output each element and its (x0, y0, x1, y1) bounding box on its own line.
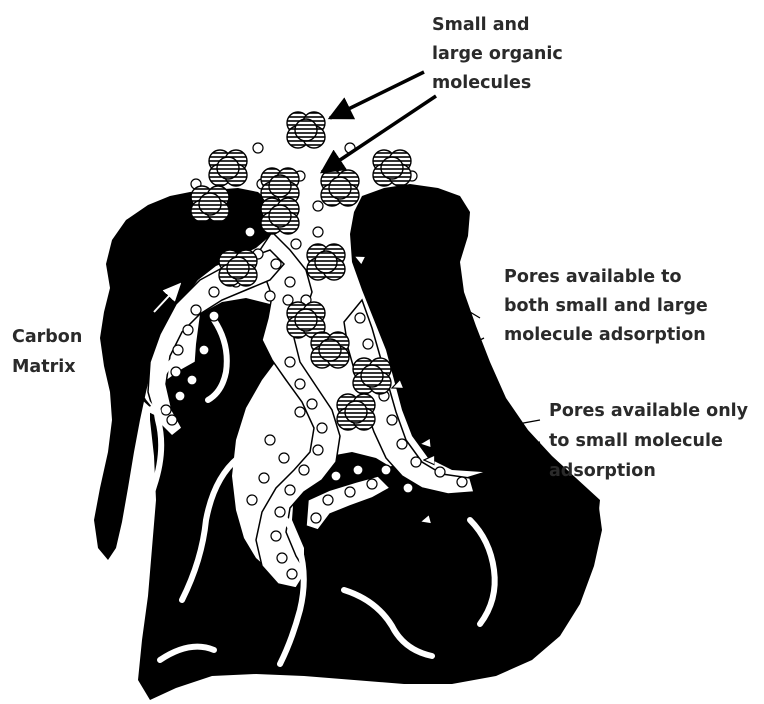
small-molecule (183, 325, 193, 335)
large-molecule (337, 394, 375, 430)
small-molecule (403, 483, 413, 493)
small-molecule (285, 277, 295, 287)
label-pores-small: Pores available only to small molecule a… (549, 401, 754, 481)
label-molecules: Small and large organic molecules (432, 15, 569, 93)
small-molecule (397, 439, 407, 449)
small-molecule (295, 407, 305, 417)
small-molecule (457, 477, 467, 487)
small-molecule (307, 399, 317, 409)
small-molecule (345, 487, 355, 497)
small-molecule (259, 473, 269, 483)
large-molecule (373, 150, 411, 186)
small-molecule (367, 479, 377, 489)
large-molecule (287, 112, 325, 148)
small-molecule (411, 457, 421, 467)
small-molecule (291, 239, 301, 249)
label-molecules-line-1: Small and (432, 15, 530, 35)
label-molecules-line-3: molecules (432, 73, 531, 93)
label-carbon-matrix-line-1: Carbon (12, 327, 82, 347)
label-carbon-matrix: Carbon Matrix (12, 327, 88, 377)
small-molecule (275, 507, 285, 517)
small-molecule (313, 227, 323, 237)
small-molecule (313, 201, 323, 211)
small-molecule (311, 513, 321, 523)
small-molecule (353, 465, 363, 475)
label-pores-small-line-1: Pores available only (549, 401, 749, 421)
label-pores-small-line-3: adsorption (549, 461, 656, 481)
small-molecule (285, 485, 295, 495)
small-molecule (317, 423, 327, 433)
large-molecule (209, 150, 247, 186)
small-molecule (279, 453, 289, 463)
large-molecule (353, 358, 391, 394)
small-molecule (167, 415, 177, 425)
small-molecule (253, 143, 263, 153)
small-molecule (295, 379, 305, 389)
carbon-matrix (94, 184, 602, 700)
small-molecule (271, 259, 281, 269)
arrow-to-large-molecule (330, 72, 424, 118)
label-molecules-line-2: large organic (432, 44, 563, 64)
small-molecule (331, 471, 341, 481)
small-molecule (171, 367, 181, 377)
label-pores-both-line-2: both small and large (504, 296, 708, 316)
small-molecule (265, 435, 275, 445)
small-molecule (265, 291, 275, 301)
label-pores-both-line-1: Pores available to (504, 267, 682, 287)
large-molecule (219, 250, 257, 286)
label-pores-both-line-3: molecule adsorption (504, 325, 706, 345)
small-molecule (209, 311, 219, 321)
small-molecule (245, 227, 255, 237)
large-molecule (321, 170, 359, 206)
large-molecule (307, 244, 345, 280)
small-molecule (271, 531, 281, 541)
small-molecule (287, 569, 297, 579)
small-molecule (191, 305, 201, 315)
small-molecule (199, 345, 209, 355)
small-molecule (387, 415, 397, 425)
small-molecule (285, 357, 295, 367)
label-pores-small-line-2: to small molecule (549, 431, 723, 451)
small-molecule (209, 287, 219, 297)
small-molecule (173, 345, 183, 355)
small-molecule (363, 339, 373, 349)
small-molecule (299, 465, 309, 475)
small-molecule (323, 495, 333, 505)
small-molecule (313, 445, 323, 455)
small-molecule (175, 391, 185, 401)
label-carbon-matrix-line-2: Matrix (12, 357, 76, 377)
large-molecule (261, 198, 299, 234)
small-molecule (381, 465, 391, 475)
large-molecule (191, 186, 229, 222)
label-pores-both: Pores available to both small and large … (504, 267, 714, 345)
large-molecule (311, 332, 349, 368)
small-molecule (247, 495, 257, 505)
small-molecule (355, 313, 365, 323)
small-molecule (187, 375, 197, 385)
small-molecule (435, 467, 445, 477)
small-molecule (277, 553, 287, 563)
small-molecule (161, 405, 171, 415)
